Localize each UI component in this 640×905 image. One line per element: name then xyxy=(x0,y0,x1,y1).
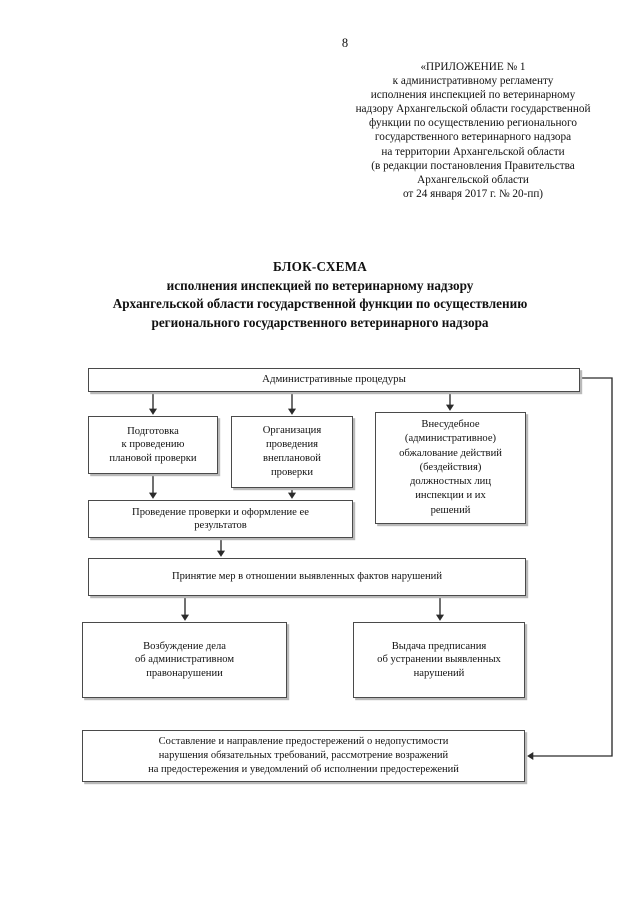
appendix-line-5: функции по осуществлению регионального xyxy=(369,117,577,130)
flow-node-label: Проведение проверки и оформление ее резу… xyxy=(89,506,352,533)
flow-node-label: Выдача предписания об устранении выявлен… xyxy=(354,640,524,680)
flow-node-line: правонарушении xyxy=(146,667,223,679)
flow-node-line: Выдача предписания xyxy=(391,640,487,652)
flow-node-line: об устранении выявленных xyxy=(377,654,501,666)
flow-node-line: об административном xyxy=(134,654,235,666)
page-title: БЛОК-СХЕМА исполнения инспекцией по вете… xyxy=(48,258,592,332)
flow-node-warnings-preparation-and-dispatch[interactable]: Составление и направление предостережени… xyxy=(82,730,525,782)
flow-node-line: решений xyxy=(430,504,471,516)
flow-node-administrative-procedures[interactable]: Административные процедуры xyxy=(88,368,580,392)
flow-node-line: (бездействия) xyxy=(419,461,482,473)
flow-node-line: результатов xyxy=(194,520,247,531)
flow-node-label: Административные процедуры xyxy=(89,373,579,386)
flow-node-line: проверки xyxy=(270,467,314,479)
flow-node-label: Возбуждение дела об административном пра… xyxy=(83,640,286,680)
connector-procedures-to-warnings xyxy=(527,377,613,761)
flow-node-line: Внесудебное xyxy=(421,419,480,431)
appendix-header: «ПРИЛОЖЕНИЕ № 1 к административному регл… xyxy=(330,60,616,201)
title-line-3: Архангельской области государственной фу… xyxy=(112,296,528,312)
flow-node-label: Внесудебное (административное) обжалован… xyxy=(376,418,525,517)
flow-node-label: Подготовка к проведению плановой проверк… xyxy=(89,425,217,465)
flow-node-order-issuance[interactable]: Выдача предписания об устранении выявлен… xyxy=(353,622,525,698)
appendix-line-7: на территории Архангельской области xyxy=(381,145,565,158)
flow-node-label: Составление и направление предостережени… xyxy=(83,735,524,778)
appendix-line-4: надзору Архангельской области государств… xyxy=(355,103,591,116)
flow-node-extrajudicial-appeal[interactable]: Внесудебное (административное) обжалован… xyxy=(375,412,526,524)
flow-node-line: Составление и направление предостережени… xyxy=(158,735,449,747)
appendix-line-8: (в редакции постановления Правительства xyxy=(371,159,575,172)
flow-node-line: Проведение проверки и оформление ее xyxy=(132,506,309,518)
flow-node-line: нарушений xyxy=(413,667,465,679)
flow-node-line: проведения xyxy=(265,438,319,450)
appendix-line-10: от 24 января 2017 г. № 20-пп) xyxy=(402,187,544,200)
title-line-4: регионального государственного ветеринар… xyxy=(151,314,489,330)
flow-node-unplanned-inspection-organization[interactable]: Организация проведения внеплановой прове… xyxy=(231,416,353,488)
flow-node-inspection-execution-and-results[interactable]: Проведение проверки и оформление ее резу… xyxy=(88,500,353,538)
flow-node-line: Возбуждение дела xyxy=(143,640,226,652)
flow-node-planned-inspection-preparation[interactable]: Подготовка к проведению плановой проверк… xyxy=(88,416,218,474)
appendix-line-6: государственного ветеринарного надзора xyxy=(374,131,572,144)
flow-node-line: на предостережения и уведомлений об испо… xyxy=(148,764,459,776)
flow-node-line: внеплановой xyxy=(263,453,321,464)
title-line-2: исполнения инспекцией по ветеринарному н… xyxy=(166,277,474,293)
appendix-line-1: «ПРИЛОЖЕНИЕ № 1 xyxy=(420,61,526,73)
title-line-1: БЛОК-СХЕМА xyxy=(273,259,367,274)
appendix-line-9: Архангельской области xyxy=(417,173,529,186)
flow-node-label: Принятие мер в отношении выявленных факт… xyxy=(89,570,525,583)
appendix-line-3: исполнения инспекцией по ветеринарному xyxy=(370,89,576,102)
flow-node-line: (административное) xyxy=(404,433,497,445)
flow-node-line: инспекции и их xyxy=(415,490,486,502)
flow-node-label: Организация проведения внеплановой прове… xyxy=(232,424,352,481)
flow-node-line: должностных лиц xyxy=(409,476,492,488)
page-number: 8 xyxy=(0,36,640,50)
flow-node-line: Принятие мер в отношении выявленных факт… xyxy=(171,571,443,583)
flow-node-line: обжалование действий xyxy=(399,447,502,459)
appendix-line-2: к административному регламенту xyxy=(392,75,554,88)
flow-node-line: Административные процедуры xyxy=(262,373,406,386)
flow-node-line: Подготовка xyxy=(127,425,179,437)
flow-node-line: плановой проверки xyxy=(109,452,197,464)
flow-node-administrative-case-initiation[interactable]: Возбуждение дела об административном пра… xyxy=(82,622,287,698)
flow-node-line: нарушения обязательных требований, рассм… xyxy=(158,749,449,761)
page-number-value: 8 xyxy=(341,36,349,50)
flow-node-line: Организация xyxy=(262,424,322,436)
flow-node-line: к проведению xyxy=(121,439,185,451)
flow-node-measures-on-violations[interactable]: Принятие мер в отношении выявленных факт… xyxy=(88,558,526,596)
